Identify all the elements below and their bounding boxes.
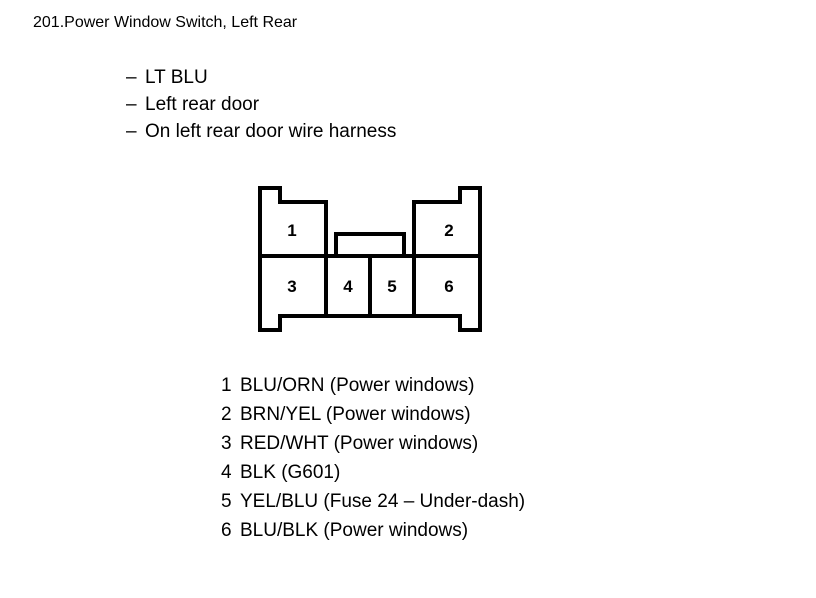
attribute-item: – Left rear door	[126, 91, 396, 118]
connector-diagram: 1 2 3 4 5 6	[250, 178, 490, 340]
pin-description: BLK (G601)	[240, 462, 341, 483]
pin-number: 5	[221, 491, 232, 512]
pin-description: BLU/ORN (Power windows)	[240, 375, 475, 396]
attribute-item: – LT BLU	[126, 64, 396, 91]
pin-description: BLU/BLK (Power windows)	[240, 520, 469, 541]
connector-pin-6: 6	[444, 277, 453, 296]
pin-number: 1	[221, 375, 232, 396]
dash-icon: –	[126, 121, 137, 142]
pin-legend: 1 BLU/ORN (Power windows) 2 BRN/YEL (Pow…	[221, 371, 525, 545]
attribute-list: – LT BLU – Left rear door – On left rear…	[126, 64, 396, 145]
entry-number: 201.	[33, 14, 65, 31]
center-tab	[334, 232, 406, 258]
page-title: Power Window Switch, Left Rear	[64, 14, 298, 31]
pin-legend-row: 2 BRN/YEL (Power windows)	[221, 400, 525, 429]
entry-header: 201. Power Window Switch, Left Rear	[33, 14, 297, 32]
pin-number: 6	[221, 520, 232, 541]
pin-legend-row: 6 BLU/BLK (Power windows)	[221, 516, 525, 545]
pin-number: 2	[221, 404, 232, 425]
pin-number: 4	[221, 462, 232, 483]
pin-number: 3	[221, 433, 232, 454]
pin-legend-row: 4 BLK (G601)	[221, 458, 525, 487]
connector-pin-3: 3	[287, 277, 296, 296]
pin-description: BRN/YEL (Power windows)	[240, 404, 471, 425]
attribute-label: Left rear door	[145, 94, 260, 115]
pin-description: RED/WHT (Power windows)	[240, 433, 479, 454]
connector-outline	[258, 186, 482, 332]
dash-icon: –	[126, 67, 137, 88]
connector-pin-1: 1	[287, 221, 296, 240]
pin-legend-row: 5 YEL/BLU (Fuse 24 – Under-dash)	[221, 487, 525, 516]
connector-pin-2: 2	[444, 221, 453, 240]
attribute-label: LT BLU	[145, 67, 208, 88]
attribute-item: – On left rear door wire harness	[126, 118, 396, 145]
connector-pin-4: 4	[343, 277, 353, 296]
pin-legend-row: 3 RED/WHT (Power windows)	[221, 429, 525, 458]
attribute-label: On left rear door wire harness	[145, 121, 397, 142]
pin-description: YEL/BLU (Fuse 24 – Under-dash)	[240, 491, 526, 512]
dash-icon: –	[126, 94, 137, 115]
pin-legend-row: 1 BLU/ORN (Power windows)	[221, 371, 525, 400]
connector-pin-5: 5	[387, 277, 396, 296]
